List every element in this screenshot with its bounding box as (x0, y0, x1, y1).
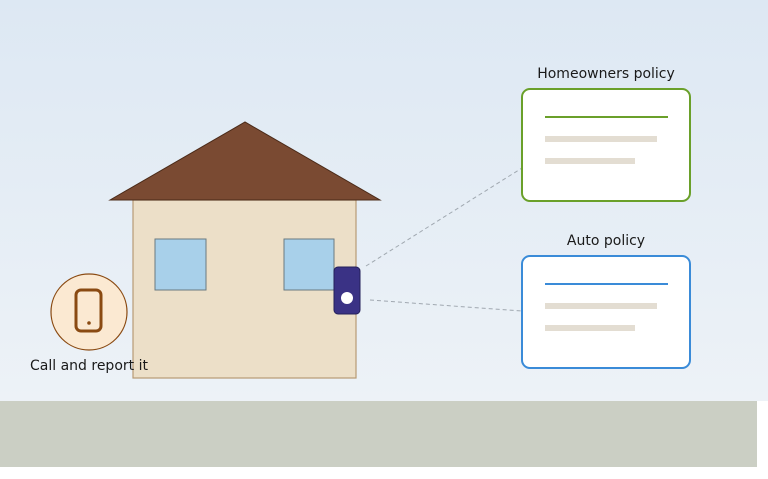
phone-icon (50, 273, 128, 351)
policy-card-homeowners: Homeowners policy (521, 66, 691, 202)
house-window-right (283, 238, 335, 291)
policy-card-auto: Auto policy (521, 233, 691, 369)
doorbell-sensor-icon (333, 266, 361, 315)
policy-title-auto: Auto policy (567, 233, 645, 249)
policy-text-line (545, 325, 635, 331)
ground (0, 401, 757, 467)
policy-card-border-homeowners (521, 88, 691, 202)
policy-text-line (545, 158, 635, 164)
house (108, 121, 382, 379)
policy-title-homeowners: Homeowners policy (537, 66, 675, 82)
policy-text-line (545, 303, 657, 309)
connector-auto (369, 299, 523, 312)
house-window-left (154, 238, 207, 291)
house-roof (108, 121, 382, 201)
policy-text-line (545, 136, 657, 142)
connector-homeowners (365, 167, 523, 267)
policy-card-border-auto (521, 255, 691, 369)
phone-caption: Call and report it (30, 358, 148, 374)
